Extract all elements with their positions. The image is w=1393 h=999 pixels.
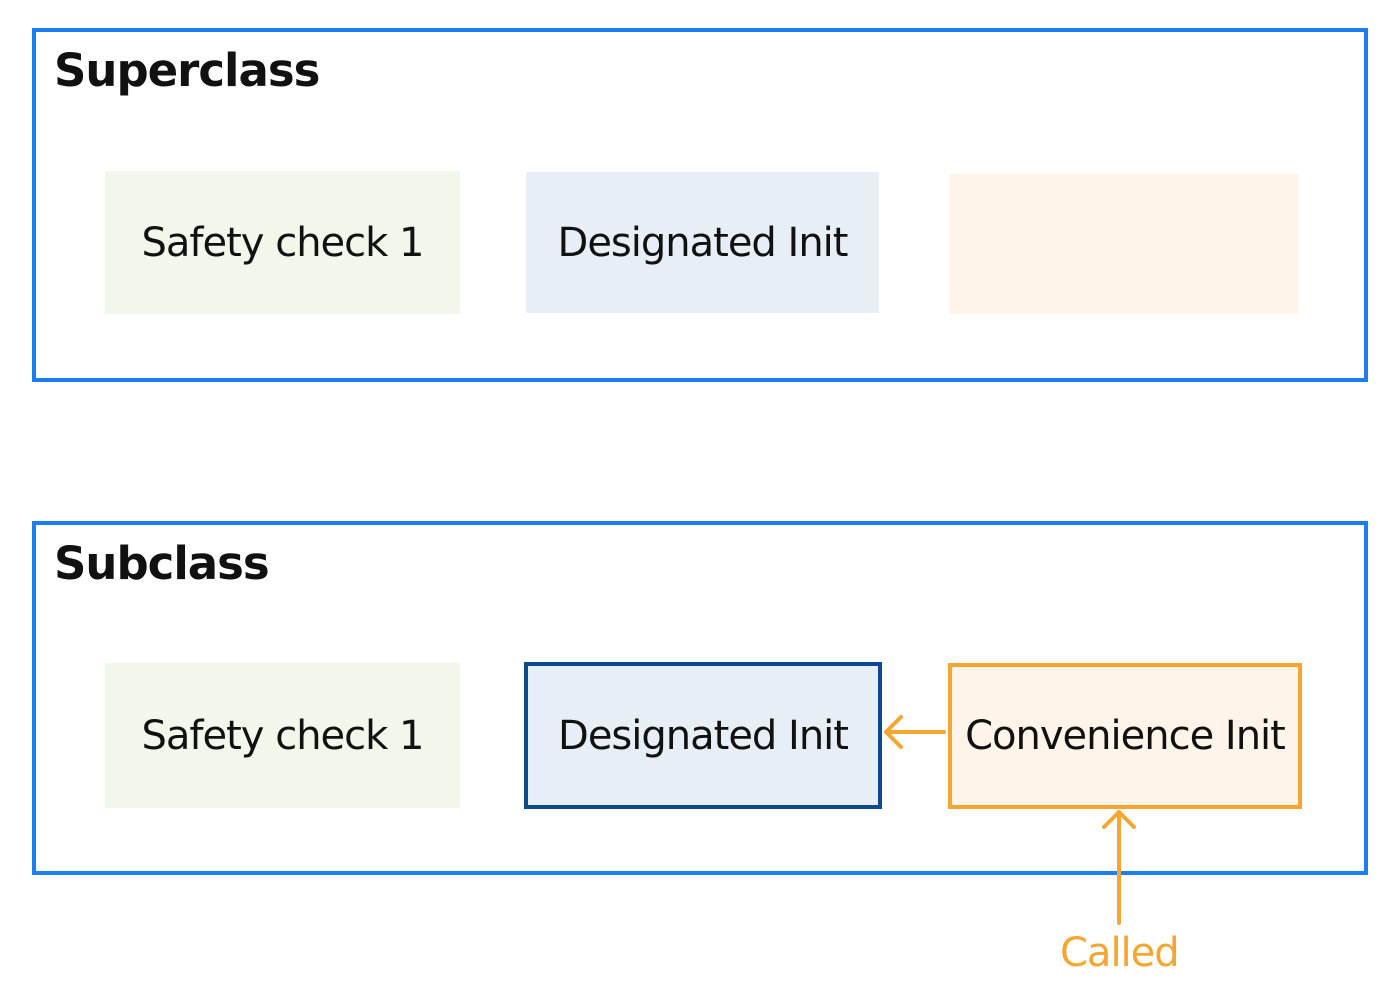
superclass-safety-check-label: Safety check 1 <box>141 219 425 266</box>
superclass-empty-convenience-slot <box>949 174 1299 314</box>
subclass-designated-init-box: Designated Init <box>524 662 882 809</box>
superclass-safety-check-box: Safety check 1 <box>105 171 460 314</box>
subclass-title: Subclass <box>54 537 270 590</box>
superclass-designated-init-label: Designated Init <box>557 219 849 266</box>
subclass-safety-check-label: Safety check 1 <box>141 712 425 759</box>
subclass-panel: Subclass Safety check 1 Designated Init … <box>32 521 1368 875</box>
subclass-convenience-init-label: Convenience Init <box>965 713 1286 759</box>
subclass-convenience-init-box: Convenience Init <box>948 663 1302 809</box>
subclass-designated-init-label: Designated Init <box>558 712 849 759</box>
subclass-safety-check-box: Safety check 1 <box>105 663 460 808</box>
superclass-panel: Superclass Safety check 1 Designated Ini… <box>32 28 1368 382</box>
called-label: Called <box>1060 930 1180 976</box>
superclass-designated-init-box: Designated Init <box>526 172 879 313</box>
superclass-title: Superclass <box>54 44 320 97</box>
